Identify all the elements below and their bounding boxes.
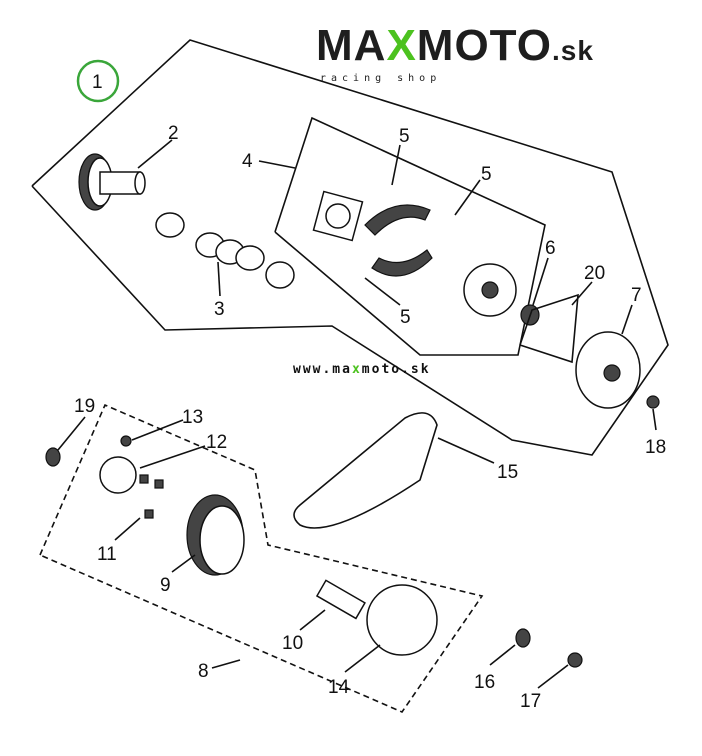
callout-5b: 5 [481,164,492,185]
callout-4: 4 [242,151,253,172]
callout-15: 15 [497,462,518,483]
part-7-clutch-bell [575,331,641,409]
part-15-belt [293,412,438,529]
callout-9: 9 [160,575,171,596]
part-4-clutch [312,190,517,317]
part-3-sleeves [155,212,295,289]
website-url: www.maxmoto.sk [293,362,431,377]
callout-1: 1 [92,72,103,93]
callout-19: 19 [74,396,95,417]
callout-2: 2 [168,123,179,144]
part-16-washer [515,628,531,648]
part-14-fan [366,584,438,656]
part-18-nut [646,395,660,409]
callout-6: 6 [545,238,556,259]
callout-17: 17 [520,691,541,712]
assembly-8-outline [39,403,484,713]
part-17-nut [567,652,583,668]
callout-7: 7 [631,285,642,306]
callout-14: 14 [328,677,350,698]
callout-18: 18 [645,437,666,458]
maxmoto-logo: MAXMOTO.sk racing shop [316,21,594,85]
callout-16: 16 [474,672,495,693]
callout-13: 13 [182,407,203,428]
callout-8: 8 [198,661,209,682]
callout-3: 3 [214,299,225,320]
part-19-washer [45,447,61,467]
part-2-pulley [78,153,146,211]
callout-5c: 5 [400,307,411,328]
callout-12: 12 [206,432,227,453]
part-20-kit [519,293,579,364]
part-10-bushing [315,579,366,620]
assembly-4-outline [274,116,546,356]
highlight-circle [76,59,120,103]
assembly-1-outline [31,39,669,456]
callout-5a: 5 [399,126,410,147]
callout-20: 20 [584,263,605,284]
variator-parts [99,435,164,519]
callout-10: 10 [282,633,303,654]
leader-lines [57,139,657,689]
part-9-pulley [186,494,245,576]
callout-11: 11 [97,544,117,565]
